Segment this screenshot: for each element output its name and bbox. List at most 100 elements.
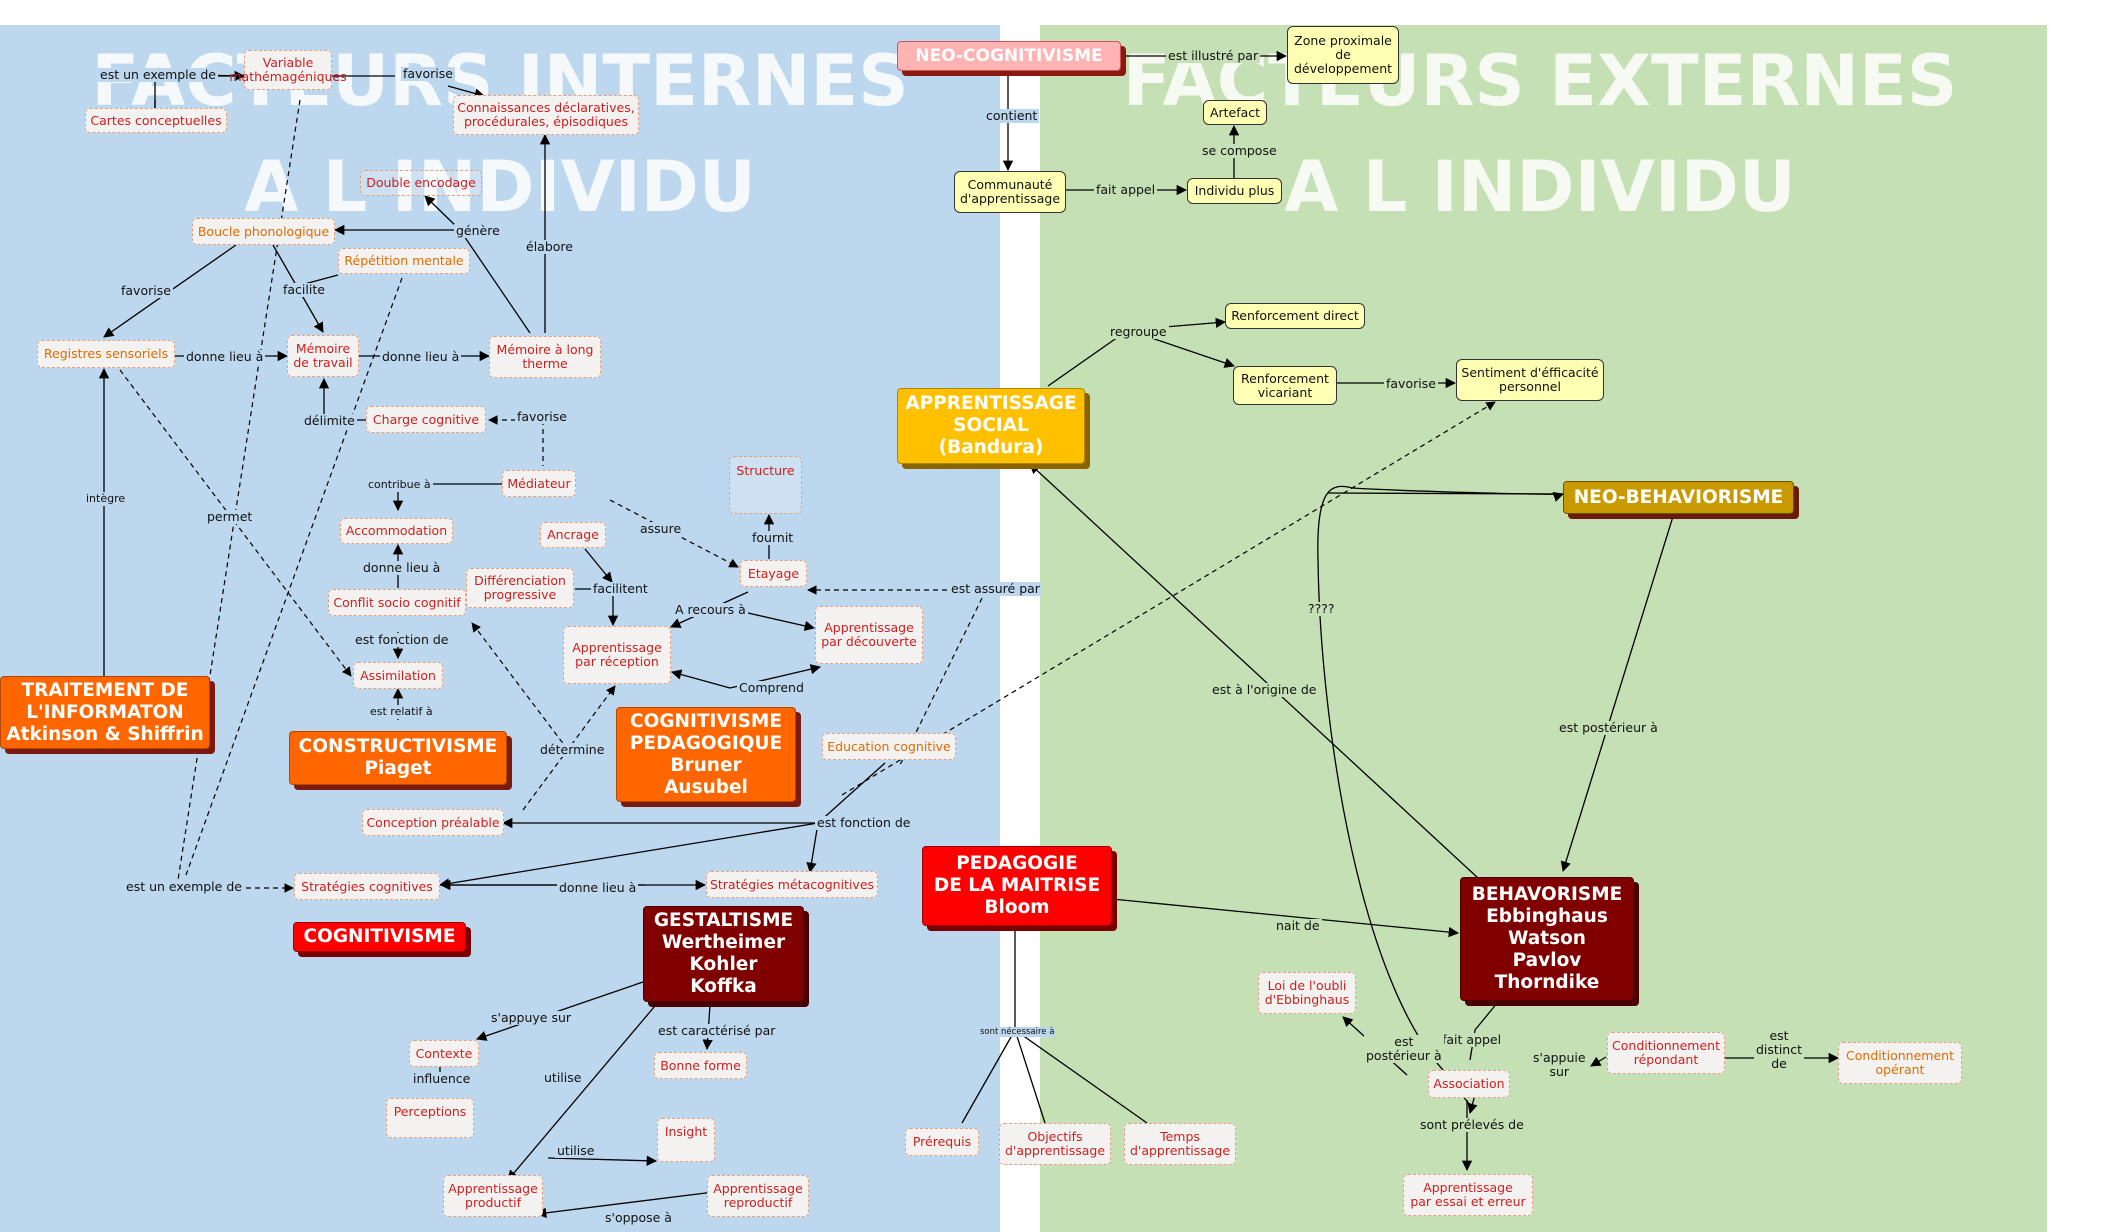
link-label: sont nécessaire à xyxy=(978,1027,1057,1037)
contexte-box[interactable]: Contexte xyxy=(409,1040,479,1067)
link-label: s'appuie sur xyxy=(1531,1050,1588,1079)
link-label: est illustré par xyxy=(1166,48,1261,63)
link-label: est postérieur à xyxy=(1364,1034,1444,1063)
cognitivisme-pedagogique-box[interactable]: COGNITIVISME PEDAGOGIQUE Bruner Ausubel xyxy=(616,707,796,802)
accommodation-box[interactable]: Accommodation xyxy=(340,518,453,544)
cognitivisme-box[interactable]: COGNITIVISME xyxy=(293,922,466,952)
apprentissage-decouverte-box[interactable]: Apprentissage par découverte xyxy=(815,606,923,664)
apprentissage-social-box[interactable]: APPRENTISSAGE SOCIAL (Bandura) xyxy=(897,388,1085,464)
constructivisme-box[interactable]: CONSTRUCTIVISME Piaget xyxy=(289,731,507,785)
link-label: regroupe xyxy=(1108,324,1169,339)
conflit-socio-box[interactable]: Conflit socio cognitif xyxy=(328,589,466,616)
link-label: contient xyxy=(984,108,1040,123)
link-label: est distinct de xyxy=(1754,1028,1804,1071)
link-label: est fonction de xyxy=(353,632,451,647)
cartes-conceptuelles-box[interactable]: Cartes conceptuelles xyxy=(85,108,227,133)
strategies-cognitives-box[interactable]: Stratégies cognitives xyxy=(294,873,440,900)
link-label: est relatif à xyxy=(368,705,435,719)
loi-oubli-box[interactable]: Loi de l'oubli d'Ebbinghaus xyxy=(1258,972,1356,1014)
strategies-metacognitives-box[interactable]: Stratégies métacognitives xyxy=(706,871,878,898)
repetition-mentale-box[interactable]: Répétition mentale xyxy=(338,248,470,274)
link-label: facilitent xyxy=(591,581,650,596)
etayage-box[interactable]: Etayage xyxy=(740,560,807,587)
prerequis-box[interactable]: Prérequis xyxy=(905,1128,979,1156)
link-label: utilise xyxy=(542,1070,584,1085)
individu-plus-box[interactable]: Individu plus xyxy=(1187,178,1282,204)
charge-cognitive-box[interactable]: Charge cognitive xyxy=(366,406,486,433)
neo-behaviorisme-box[interactable]: NEO-BEHAVIORISME xyxy=(1563,481,1794,514)
link-label: se compose xyxy=(1200,143,1279,158)
link-label: est fonction de xyxy=(815,815,913,830)
traitement-information-box[interactable]: TRAITEMENT DE L'INFORMATON Atkinson & Sh… xyxy=(0,676,210,749)
link-label: est caractérisé par xyxy=(656,1023,778,1038)
link-label: fournit xyxy=(750,530,796,545)
link-label: utilise xyxy=(555,1143,597,1158)
insight-box[interactable]: Insight xyxy=(657,1118,715,1162)
gestaltisme-box[interactable]: GESTALTISME Wertheimer Kohler Koffka xyxy=(643,906,804,1002)
artefact-box[interactable]: Artefact xyxy=(1203,100,1267,125)
behaviorisme-box[interactable]: BEHAVORISME Ebbinghaus Watson Pavlov Tho… xyxy=(1460,877,1634,1001)
link-label: délimite xyxy=(302,413,357,428)
link-label: donne lieu à xyxy=(380,349,462,364)
conditionnement-repondant-box[interactable]: Conditionnement répondant xyxy=(1607,1032,1725,1074)
link-label: élabore xyxy=(524,239,575,254)
link-label: est postérieur à xyxy=(1557,720,1660,735)
link-label: s'appuye sur xyxy=(489,1010,574,1025)
renforcement-direct-box[interactable]: Renforcement direct xyxy=(1225,303,1365,329)
temps-box[interactable]: Temps d'apprentissage xyxy=(1124,1123,1236,1165)
memoire-travail-box[interactable]: Mémoire de travail xyxy=(287,335,359,377)
apprentissage-productif-box[interactable]: Apprentissage productif xyxy=(443,1175,543,1217)
link-label: favorise xyxy=(119,283,173,298)
zone-proximale-box[interactable]: Zone proximale de développement xyxy=(1287,26,1399,84)
structure-box[interactable]: Structure xyxy=(729,456,802,514)
link-label: permet xyxy=(205,509,255,524)
link-label: génère xyxy=(454,223,502,238)
bonne-forme-box[interactable]: Bonne forme xyxy=(654,1052,747,1079)
link-label: Comprend xyxy=(737,680,806,695)
apprentissage-reproductif-box[interactable]: Apprentissage reproductif xyxy=(707,1175,809,1217)
link-label: donne lieu à xyxy=(557,880,639,895)
connaissances-box[interactable]: Connaissances déclaratives, procédurales… xyxy=(453,95,639,135)
renforcement-vicariant-box[interactable]: Renforcement vicariant xyxy=(1233,366,1337,405)
link-label: est assuré par xyxy=(949,581,1042,596)
memoire-long-terme-box[interactable]: Mémoire à long thermе xyxy=(489,336,601,378)
pedagogie-maitrise-box[interactable]: PEDAGOGIE DE LA MAITRISE Bloom xyxy=(922,846,1112,926)
link-label: favorise xyxy=(401,66,455,81)
link-label: assure xyxy=(638,521,684,536)
assimilation-box[interactable]: Assimilation xyxy=(353,662,443,689)
sentiment-efficacite-box[interactable]: Sentiment d'éfficacité personnel xyxy=(1456,359,1604,401)
conditionnement-operant-box[interactable]: Conditionnement opérant xyxy=(1838,1042,1962,1084)
link-label: influence xyxy=(411,1071,473,1086)
link-label: fait appel xyxy=(1094,182,1158,197)
education-cognitive-box[interactable]: Education cognitive xyxy=(822,733,956,760)
boucle-phonologique-box[interactable]: Boucle phonologique xyxy=(192,218,335,245)
variable-mathemageniques-box[interactable]: Variable mathémagéniques xyxy=(229,50,347,90)
link-label: nait de xyxy=(1274,918,1322,933)
neo-cognitivisme-box[interactable]: NEO-COGNITIVISME xyxy=(897,41,1121,71)
link-label: contribue à xyxy=(366,478,433,492)
link-label: donne lieu à xyxy=(184,349,266,364)
link-label: donne lieu à xyxy=(361,560,443,575)
conception-prealable-box[interactable]: Conception préalable xyxy=(362,809,504,836)
apprentissage-reception-box[interactable]: Apprentissage par réception xyxy=(563,626,671,684)
link-label: détermine xyxy=(538,742,607,757)
objectifs-box[interactable]: Objectifs d'apprentissage xyxy=(999,1123,1111,1165)
association-box[interactable]: Association xyxy=(1428,1070,1510,1098)
link-label: favorise xyxy=(1384,376,1438,391)
double-encodage-box[interactable]: Double encodage xyxy=(360,170,482,196)
ancrage-box[interactable]: Ancrage xyxy=(540,522,606,548)
link-label: est un exemple de xyxy=(98,67,218,82)
link-label: s'oppose à xyxy=(603,1210,674,1225)
link-label: A recours à xyxy=(673,602,748,617)
link-label: est à l'origine de xyxy=(1210,682,1319,697)
differenciation-box[interactable]: Différenciation progressive xyxy=(466,568,574,608)
link-label: facilite xyxy=(281,282,327,297)
essai-erreur-box[interactable]: Apprentissage par essai et erreur xyxy=(1403,1174,1533,1216)
mediateur-box[interactable]: Médiateur xyxy=(502,470,576,497)
registres-sensoriels-box[interactable]: Registres sensoriels xyxy=(37,340,175,368)
perceptions-box[interactable]: Perceptions xyxy=(386,1098,474,1138)
link-label: intègre xyxy=(84,492,128,506)
communaute-box[interactable]: Communauté d'apprentissage xyxy=(954,171,1066,213)
